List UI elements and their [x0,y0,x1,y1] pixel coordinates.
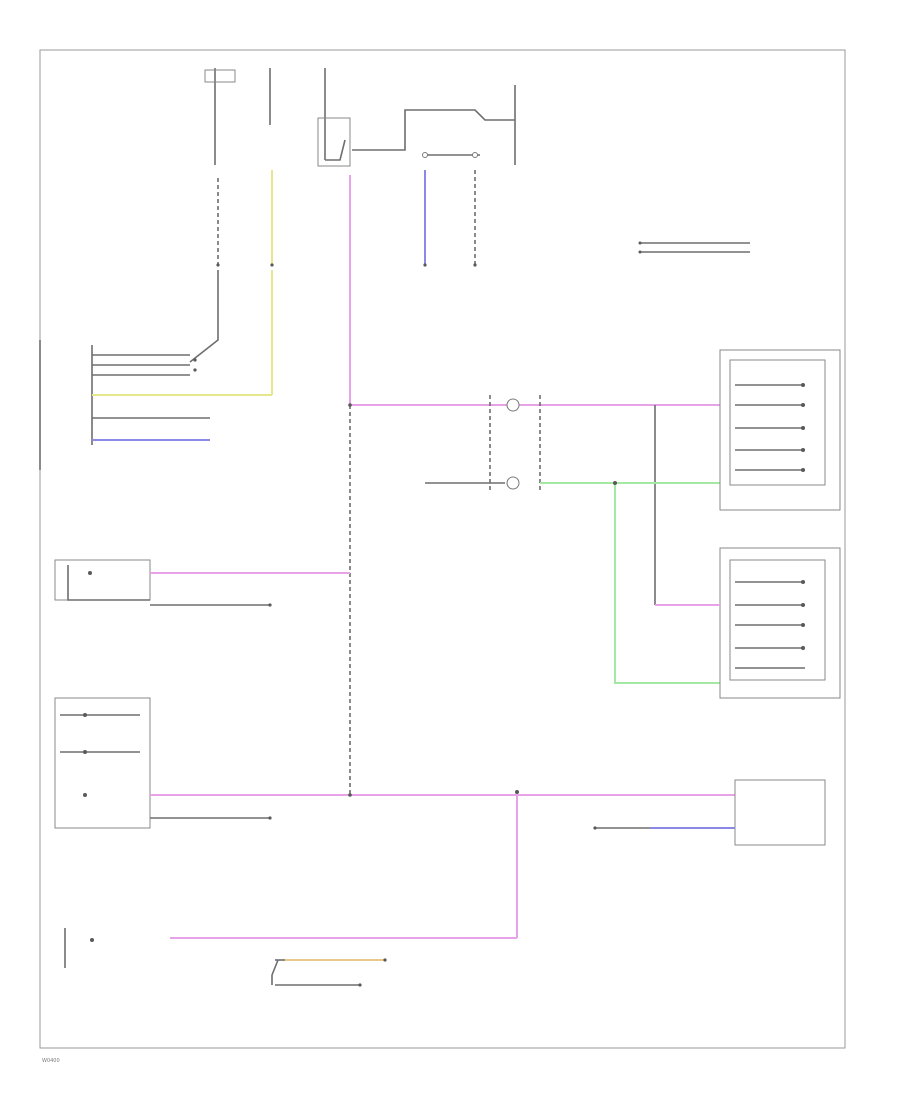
lower-control-assembly [54,697,735,829]
fuse-feed-2 [269,68,274,267]
fuse-feed-3 [317,68,351,167]
windshield-switch [54,559,350,607]
bottom-pink-feed [170,790,519,939]
left-steering-wheel-switch [719,349,841,511]
footer-code: W0400 [42,1058,60,1064]
top-switch-block [352,85,516,267]
green-wire-row [425,476,720,684]
mid-pink-bus [348,395,720,605]
auxiliary-control-module [593,779,826,846]
fuse-feed-1 [204,68,236,267]
top-right-connector [638,241,750,254]
left-connector-block [39,270,273,470]
right-steering-wheel-switch [655,547,841,699]
diagram-border [39,49,846,1049]
bottom-circuit [271,958,387,987]
lower-left-module [64,928,94,968]
